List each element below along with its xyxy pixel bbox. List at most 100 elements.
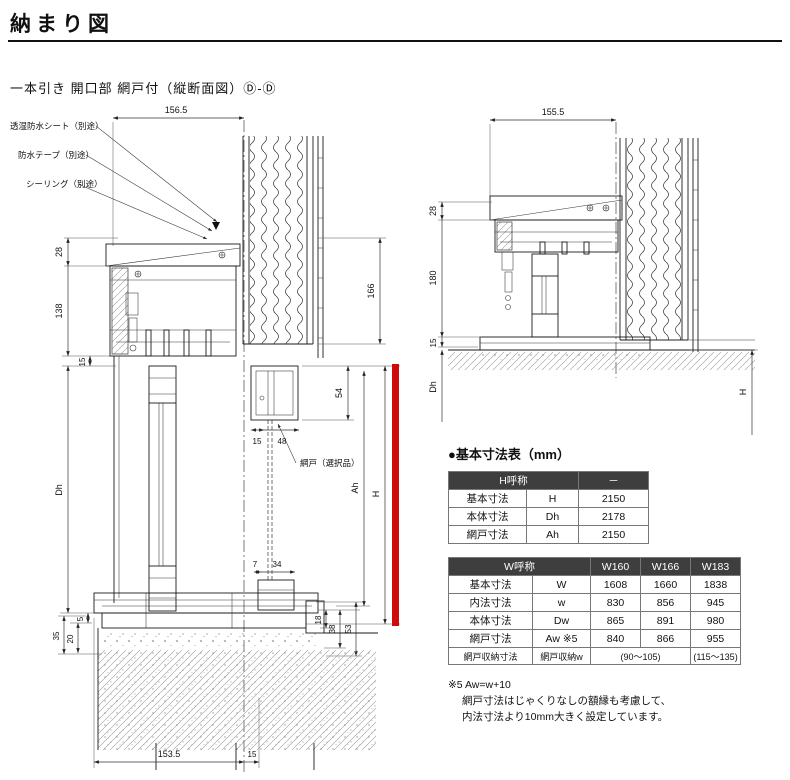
dim-label-34: 34 (273, 560, 282, 569)
sill-dimensions: 18 38 53 (314, 601, 362, 657)
dim-label-dh: Dh (428, 381, 438, 393)
table-cell: 840 (590, 629, 642, 648)
insulation-hatch (250, 136, 306, 344)
h-table-title-cell: H呼称 (448, 471, 579, 490)
table-cell: 945 (690, 593, 742, 612)
door-panel (531, 253, 559, 338)
footnote-line3: 内法寸法より10mm大きく設定しています。 (462, 710, 669, 723)
table-cell: 2150 (578, 525, 649, 544)
interior-trim (496, 221, 513, 251)
dim-label-48: 48 (278, 437, 287, 446)
table-cell: 網戸寸法 (448, 525, 527, 544)
drawing-subtitle: 一本引き 開口部 網戸付（縦断面図）Ⓓ-Ⓓ (10, 81, 277, 96)
w-table-col-w166: W166 (640, 557, 692, 576)
callout-sealing: シーリング（別途） (26, 179, 103, 189)
table-cell: 980 (690, 611, 742, 630)
table-row: 網戸寸法 Aw ※5 840 866 955 (448, 629, 742, 648)
table-cell: 1660 (640, 575, 692, 594)
table-row: 基本寸法 W 1608 1660 1838 (448, 575, 742, 594)
dim-label-top-width: 155.5 (542, 107, 565, 117)
dim-label-180: 180 (428, 270, 438, 285)
table-row: 基本寸法 H 2150 (448, 489, 649, 508)
table-cell: 網戸収納w (531, 647, 592, 665)
right-dimension-chain: 166 54 Ah H (302, 237, 400, 626)
w-table-title-cell: W呼称 (447, 557, 592, 576)
table-cell: Dw (531, 611, 592, 630)
table-row: 本体寸法 Dh 2178 (448, 507, 649, 526)
right-section-diagram: 155.5 (428, 107, 758, 435)
bottom-width-dimension: 153.5 15 (93, 618, 260, 768)
h-table-value-header: － (578, 471, 649, 490)
dimension-tables-section: ●基本寸法表（mm） H呼称 － 基本寸法 H 2150 本体寸法 Dh 217… (447, 444, 748, 725)
footnote-line2: 網戸寸法はじゃくりなしの額縁も考慮して、 (462, 694, 672, 707)
sill-section: 18 38 53 (93, 592, 362, 657)
table-cell: 891 (640, 611, 692, 630)
screen-door: 網戸（選択品） 15 48 7 34 (250, 365, 360, 611)
sill-section (448, 336, 755, 370)
table-cell: 830 (590, 593, 642, 612)
table-cell: 網戸収納寸法 (448, 647, 533, 665)
table-cell: Dh (526, 507, 579, 526)
tables-section-title: ●基本寸法表（mm） (448, 447, 570, 462)
dim-label-20: 20 (66, 634, 75, 643)
table-cell: 網戸寸法 (448, 629, 533, 648)
callout-screen-option: 網戸（選択品） (300, 458, 360, 468)
table-header-row: H呼称 － (448, 471, 649, 490)
table-cell: 955 (690, 629, 742, 648)
mortar-bed (100, 630, 316, 646)
w-dimension-table: W呼称 W160 W166 W183 基本寸法 W 1608 1660 1838… (447, 557, 742, 665)
table-cell: 基本寸法 (448, 489, 527, 508)
sealing-bead (212, 222, 220, 230)
dim-label-dh: Dh (54, 484, 64, 496)
table-cell: w (531, 593, 592, 612)
left-dimension-chain: 28 180 15 Dh (428, 201, 497, 422)
lock-mechanism (501, 251, 514, 310)
w-table-col-w160: W160 (590, 557, 642, 576)
table-cell: 2178 (578, 507, 649, 526)
screw-icon (134, 251, 226, 278)
wall-section (619, 138, 699, 352)
dim-label-7: 7 (253, 560, 258, 569)
w-table-col-w183: W183 (690, 557, 742, 576)
dim-label-35: 35 (52, 631, 61, 640)
table-row: 内法寸法 w 830 856 945 (448, 593, 742, 612)
dim-label-28: 28 (54, 247, 64, 257)
screw-icon (586, 204, 610, 212)
lock-mechanism (125, 292, 139, 352)
material-callouts: 透湿防水シート（別途） 防水テープ（別途） シーリング（別途） (10, 121, 220, 240)
table-cell: (115～135) (690, 647, 742, 665)
dim-label-15: 15 (429, 338, 438, 347)
dim-label-18: 18 (314, 615, 323, 624)
table-row: 網戸寸法 Ah 2150 (448, 525, 649, 544)
table-cell: 866 (640, 629, 692, 648)
dim-label-53: 53 (344, 624, 353, 633)
table-cell: 本体寸法 (448, 611, 533, 630)
page-title: 納まり図 (10, 13, 114, 36)
insulation-hatch (627, 138, 681, 340)
head-frame (105, 243, 241, 357)
table-cell: 865 (590, 611, 642, 630)
callout-waterproof-sheet: 透湿防水シート（別途） (10, 121, 104, 131)
dim-label-15a: 15 (78, 357, 87, 366)
callout-waterproof-tape: 防水テープ（別途） (18, 150, 94, 160)
dim-label-15c: 15 (248, 750, 257, 759)
right-dimension-chain: H (690, 349, 758, 435)
table-row-screen-storage: 網戸収納寸法 網戸収納w (90～105) (115～135) (448, 647, 742, 665)
dim-label-38: 38 (328, 624, 337, 633)
door-panel (148, 365, 177, 612)
height-highlight-bar (392, 364, 399, 626)
title-divider (8, 40, 782, 42)
table-cell: 856 (640, 593, 692, 612)
h-dimension-table: H呼称 － 基本寸法 H 2150 本体寸法 Dh 2178 網戸寸法 Ah (448, 471, 649, 544)
top-width-dimension: 155.5 (489, 107, 616, 200)
dim-label-28: 28 (428, 206, 438, 216)
table-cell: 本体寸法 (448, 507, 527, 526)
table-cell: 1608 (590, 575, 642, 594)
table-cell: (90～105) (590, 647, 692, 665)
dim-label-138: 138 (54, 303, 64, 318)
wall-section (242, 136, 324, 358)
footnote-formula: ※5 Aw=w+10 (448, 679, 511, 691)
table-cell: W (531, 575, 592, 594)
dim-label-54: 54 (334, 388, 344, 398)
